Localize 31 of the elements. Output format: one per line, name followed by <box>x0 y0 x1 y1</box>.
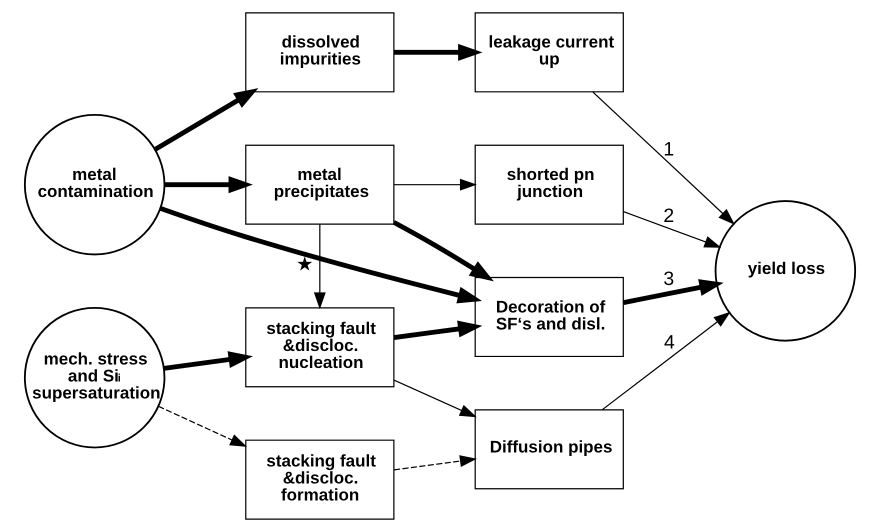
node-box: dissolved impurities <box>245 12 394 92</box>
arrow <box>392 220 494 282</box>
node-box: Diffusion pipes <box>474 409 624 490</box>
arrow <box>164 351 253 371</box>
arrow <box>602 312 731 410</box>
edge-label: 3 <box>663 268 674 290</box>
edge-label: 1 <box>663 138 674 160</box>
node-box: shorted pn junction <box>474 144 624 225</box>
edge-label: ★ <box>296 254 314 276</box>
edge-label: 4 <box>664 331 675 354</box>
node-box: metal precipitates <box>245 144 394 225</box>
node-circle: metal contamination <box>24 114 166 256</box>
edge-label: 2 <box>663 205 674 228</box>
node-box: leakage current up <box>474 12 624 92</box>
arrow <box>394 455 477 470</box>
arrow <box>158 406 248 447</box>
arrow <box>592 91 735 225</box>
arrow <box>394 380 477 418</box>
arrow <box>160 206 482 304</box>
node-circle: mech. stress and Sii supersaturation <box>24 306 166 448</box>
node-box: stacking fault &discloc. formation <box>245 440 394 520</box>
node-box: stacking fault &discloc. nucleation <box>245 307 394 388</box>
arrow <box>164 176 253 194</box>
arrow <box>394 320 482 340</box>
arrow <box>622 279 724 305</box>
arrow <box>394 178 477 191</box>
arrow <box>314 224 326 310</box>
arrow <box>394 44 482 61</box>
node-box: Decoration of SF‘s and disl. <box>474 276 624 358</box>
arrow <box>623 211 722 248</box>
arrow <box>154 88 258 152</box>
